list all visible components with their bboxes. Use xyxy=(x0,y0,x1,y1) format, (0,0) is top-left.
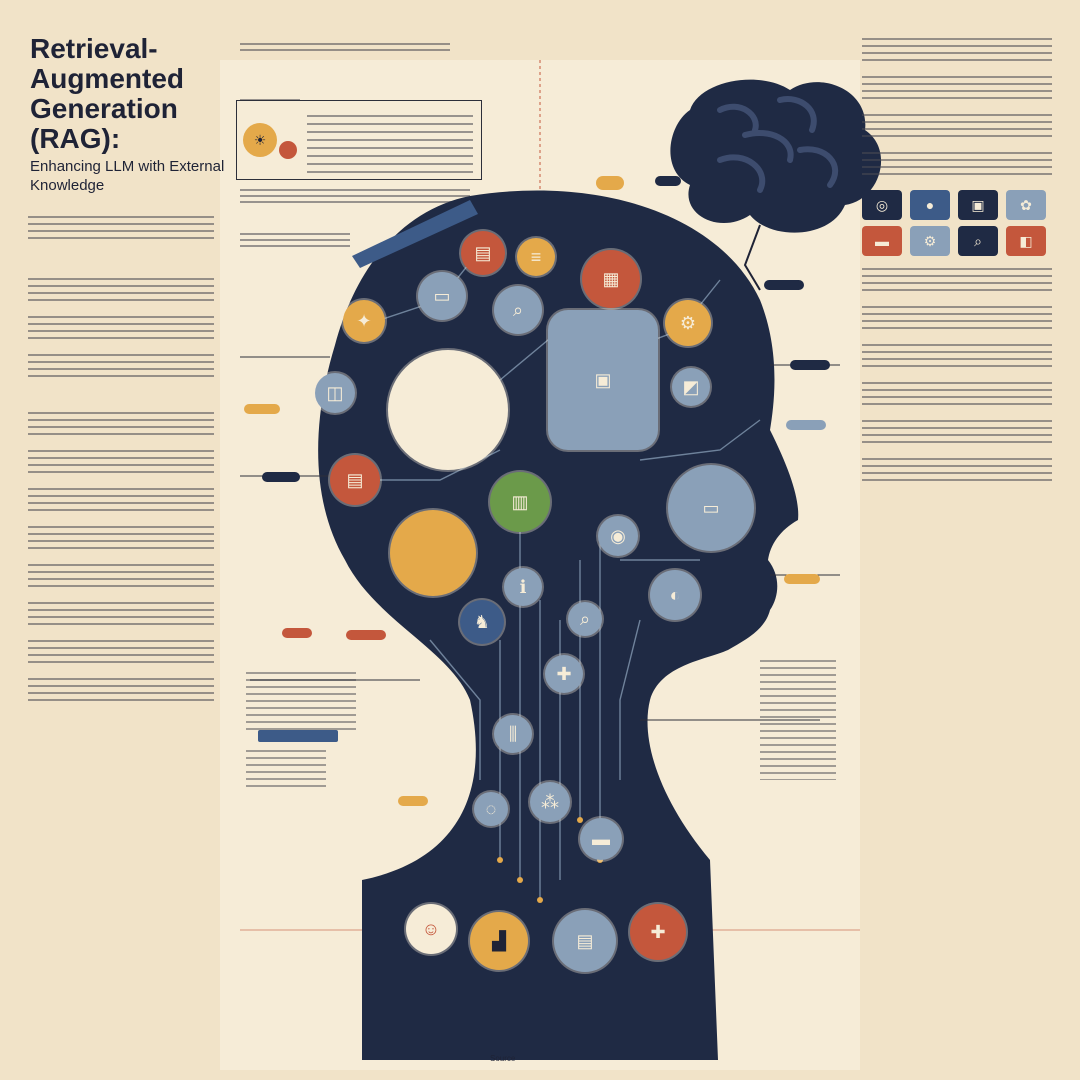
info-card: ☀ xyxy=(236,100,482,180)
text-block xyxy=(28,412,214,440)
text-block xyxy=(862,38,1052,66)
top-note-left xyxy=(240,40,450,53)
text-block xyxy=(28,526,214,554)
database-icon: ▣ xyxy=(958,190,998,220)
label-pill xyxy=(655,176,681,186)
poster-title: Retrieval-Augmented Generation (RAG): xyxy=(30,33,184,154)
gear-icon: ⁂ xyxy=(530,782,570,822)
poster-subtitle: Enhancing LLM with External Knowledge xyxy=(30,158,225,194)
user-icon: ℹ xyxy=(504,568,542,606)
database-icon: ▤ xyxy=(554,910,616,972)
callout-list-left xyxy=(246,672,356,732)
text-lines xyxy=(246,672,356,732)
search-icon: ⌕ xyxy=(958,226,998,256)
user-icon: ● xyxy=(910,190,950,220)
user-icon: ♞ xyxy=(460,600,504,644)
text-block xyxy=(28,354,214,382)
label-pill xyxy=(596,176,624,190)
paper-background xyxy=(220,60,860,1070)
search-icon: ⌕ xyxy=(568,602,602,636)
label-pill xyxy=(790,360,830,370)
database-icon: ▥ xyxy=(490,472,550,532)
chart-icon: ◧ xyxy=(1006,226,1046,256)
text-block xyxy=(862,268,1052,296)
chart-icon: ▤ xyxy=(461,231,505,275)
text-lines xyxy=(246,750,326,790)
text-lines xyxy=(307,115,473,173)
retriever-node xyxy=(388,350,508,470)
text-block xyxy=(862,152,1052,180)
app-tile-grid: ◎ ● ▣ ✿ ▬ ⚙ ⌕ ◧ xyxy=(862,190,1052,256)
text-block xyxy=(862,382,1052,410)
text-block xyxy=(862,76,1052,104)
gear-icon: ⚙ xyxy=(910,226,950,256)
document-icon: ▟ xyxy=(470,912,528,970)
text-block xyxy=(862,306,1052,334)
label-pill xyxy=(258,730,338,742)
document-icon: ▭ xyxy=(418,272,466,320)
label-pill xyxy=(398,796,428,806)
label-pill xyxy=(282,628,312,638)
label-pill xyxy=(262,472,300,482)
search-icon: ◌ xyxy=(474,792,508,826)
lightbulb-icon: ✿ xyxy=(1006,190,1046,220)
database-icon: ▣ xyxy=(548,310,658,450)
label-pill xyxy=(784,574,820,584)
document-icon: ≡ xyxy=(517,238,555,276)
poster-footer: Source xyxy=(490,1054,516,1063)
chart-icon: ⫼ xyxy=(494,715,532,753)
generator-node xyxy=(390,510,476,596)
text-lines xyxy=(760,660,836,780)
gear-icon: ◐ xyxy=(650,570,700,620)
text-block xyxy=(28,678,214,706)
text-block xyxy=(862,420,1052,448)
label-pill xyxy=(346,630,386,640)
document-icon: ▤ xyxy=(330,455,380,505)
database-icon: ◫ xyxy=(315,373,355,413)
left-column xyxy=(28,214,214,716)
callout-list-right xyxy=(760,660,836,780)
user-icon: ◉ xyxy=(598,516,638,556)
text-lines xyxy=(240,189,470,205)
text-block xyxy=(28,216,214,244)
callout-list-left-2 xyxy=(246,750,326,790)
document-icon: ▬ xyxy=(580,818,622,860)
text-block xyxy=(28,564,214,592)
document-icon: ▬ xyxy=(862,226,902,256)
text-block xyxy=(28,640,214,668)
search-icon: ⌕ xyxy=(494,286,542,334)
right-column: ◎ ● ▣ ✿ ▬ ⚙ ⌕ ◧ xyxy=(862,36,1052,496)
label-pill xyxy=(244,404,280,414)
lightbulb-icon: ☀ xyxy=(243,123,277,157)
lightbulb-icon: ✦ xyxy=(343,300,385,342)
text-block xyxy=(28,602,214,630)
chart-icon: ▦ xyxy=(582,250,640,308)
text-lines xyxy=(240,43,450,53)
user-icon: ☺ xyxy=(406,904,456,954)
document-icon: ▭ xyxy=(668,465,754,551)
top-note-mid-2 xyxy=(240,230,350,247)
text-block xyxy=(862,344,1052,372)
gear-icon: ✚ xyxy=(630,904,686,960)
text-block xyxy=(862,458,1052,486)
text-block xyxy=(28,316,214,344)
text-block xyxy=(28,488,214,516)
text-block xyxy=(28,450,214,478)
chart-icon: ◩ xyxy=(672,368,710,406)
top-note-mid xyxy=(240,186,470,205)
label-pill xyxy=(764,280,804,290)
text-block xyxy=(862,114,1052,142)
text-block xyxy=(28,278,214,306)
chart-icon: ◎ xyxy=(862,190,902,220)
user-icon: ✚ xyxy=(545,655,583,693)
text-lines xyxy=(240,233,350,247)
label-pill xyxy=(786,420,826,430)
status-dot xyxy=(279,141,297,159)
gear-icon: ⚙ xyxy=(665,300,711,346)
